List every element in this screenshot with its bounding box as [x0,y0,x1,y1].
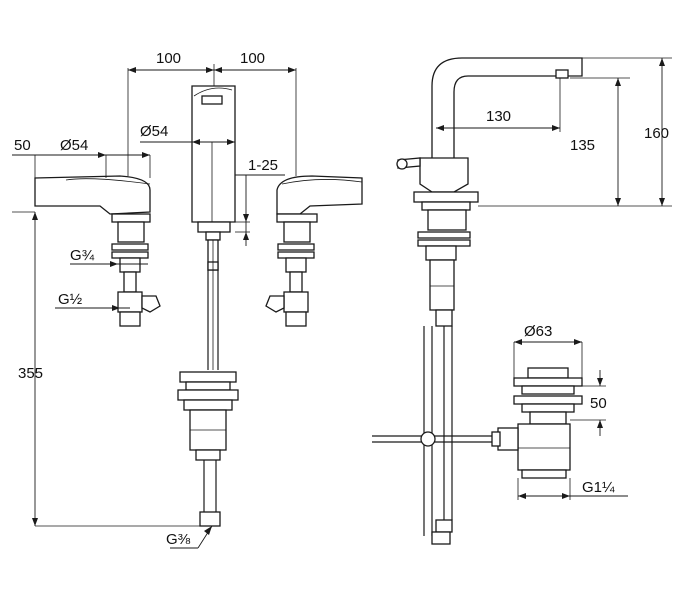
side-view [372,57,672,545]
center-spout [177,85,239,527]
dim-reach: 130 [486,108,511,125]
dim-spacing-left: 100 [156,50,181,67]
front-dimension-lines [12,64,297,549]
dim-spacing-right: 100 [240,50,265,67]
dim-overall-height: 160 [644,125,669,142]
waste-unit [491,367,583,479]
dim-deck-thickness: 1-25 [248,157,278,174]
front-view [12,64,363,549]
dim-thread-half: G½ [58,291,83,308]
dim-handle-width: 50 [14,137,31,154]
dimension-labels: 100 100 50 Ø54 Ø54 1-25 G¾ G½ 355 G⅜ 130… [14,50,669,548]
dim-spout-diameter: Ø54 [140,123,168,140]
side-dimension-lines [436,57,672,500]
dim-spout-height: 135 [570,137,595,154]
dim-waste-thread: G1¼ [582,479,615,496]
dim-thread-three-eighth: G⅜ [166,531,191,548]
dim-total-height: 355 [18,365,43,382]
right-handle-valve [265,175,363,327]
dim-thread-three-quarter: G¾ [70,247,95,264]
dim-handle-diameter: Ø54 [60,137,88,154]
left-handle-valve [34,175,161,327]
dim-waste-diameter: Ø63 [524,323,552,340]
dim-waste-height: 50 [590,395,607,412]
